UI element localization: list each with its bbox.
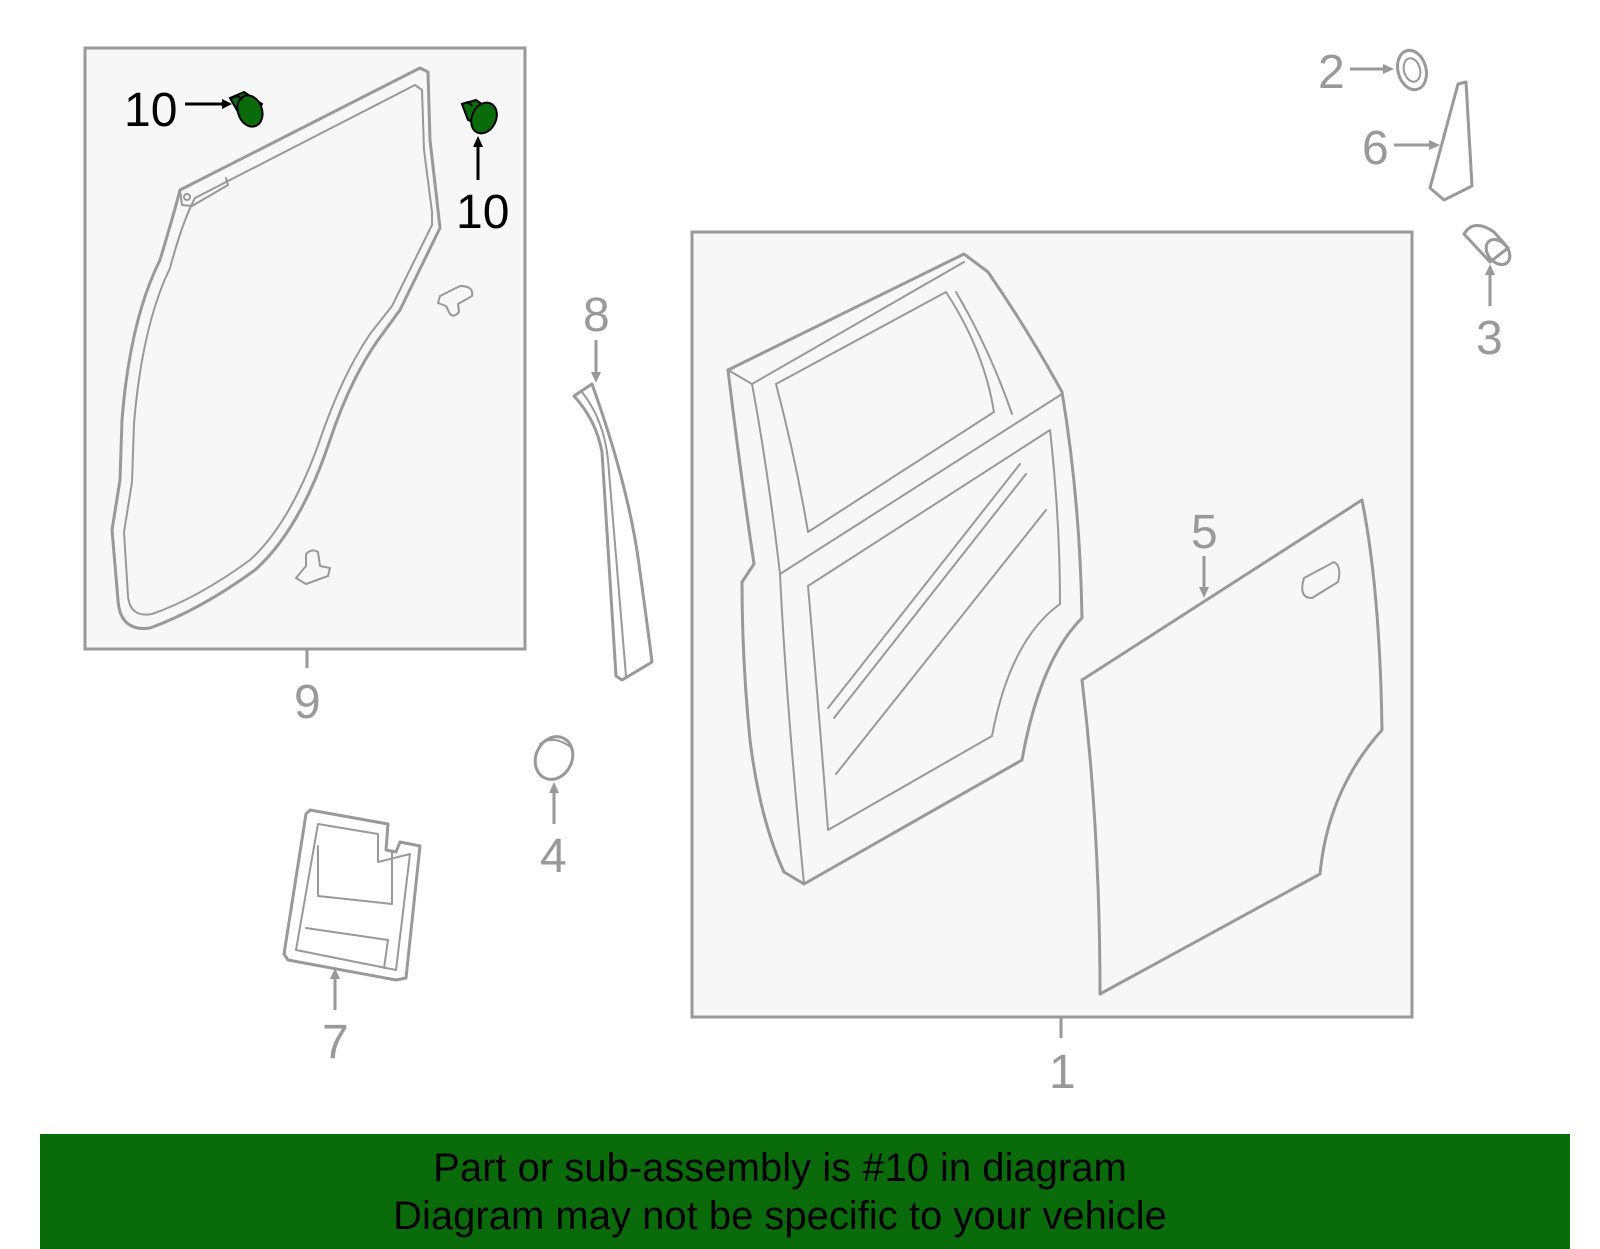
- part-1-door-group: 1 5: [690, 230, 1414, 1099]
- door-skin-handle-recess: [1301, 561, 1341, 599]
- door-shell-edge: [751, 383, 805, 885]
- callout-10a-label: 10: [124, 84, 177, 137]
- part-4-plug: 4: [533, 735, 575, 883]
- callout-7-arrowhead: [330, 968, 340, 979]
- callout-3-label: 3: [1476, 312, 1503, 365]
- door-shell-outline: [726, 252, 1084, 886]
- callout-3-arrowhead: [1485, 264, 1495, 275]
- callout-8-label: 8: [583, 289, 610, 342]
- callout-10b-label: 10: [456, 186, 509, 239]
- callout-10b-arrowhead: [473, 136, 483, 147]
- callout-9-label: 9: [294, 676, 321, 729]
- grommet-inner: [1402, 57, 1422, 83]
- callout-5-arrowhead: [1199, 587, 1209, 598]
- part-8-molding: 8: [572, 289, 654, 682]
- part-9-weatherstrip-group: 10 10 9: [83, 46, 527, 729]
- part-10-clip-right-icon: [460, 98, 498, 135]
- part-6-applique: 6: [1362, 80, 1474, 202]
- glass-line-1: [827, 463, 1021, 709]
- bracket-detail-1: [317, 845, 393, 905]
- grommet-outer: [1396, 48, 1428, 92]
- applique-outline: [1428, 80, 1474, 202]
- bracket-inner: [295, 823, 411, 971]
- molding-outline: [572, 382, 654, 682]
- banner-line-2: Diagram may not be specific to your vehi…: [393, 1194, 1167, 1238]
- window-frame-outer: [775, 291, 995, 533]
- part-10-clip-left-icon: [228, 90, 264, 128]
- callout-5-label: 5: [1191, 506, 1218, 559]
- weatherstrip-top-trim: [179, 177, 229, 207]
- weatherstrip-inner: [123, 84, 433, 616]
- callout-4-label: 4: [540, 830, 567, 883]
- callout-2-arrowhead: [1383, 64, 1394, 74]
- window-frame-inner: [955, 291, 1013, 415]
- callout-7-label: 7: [322, 1016, 349, 1069]
- info-banner: Part or sub-assembly is #10 in diagram D…: [40, 1134, 1570, 1249]
- glass-line-2: [833, 473, 1027, 719]
- bracket-outline: [282, 808, 422, 982]
- part-5-door-skin: [1080, 498, 1384, 996]
- part-1-box: [690, 230, 1414, 1019]
- callout-1-label: 1: [1049, 1046, 1076, 1099]
- plug-face: [533, 735, 575, 781]
- clip-upper: [437, 285, 474, 317]
- door-beltline: [779, 393, 1063, 575]
- banner-line-1: Part or sub-assembly is #10 in diagram: [433, 1146, 1127, 1190]
- callout-2-label: 2: [1318, 46, 1345, 99]
- callout-4-arrowhead: [549, 782, 559, 793]
- weatherstrip-outer: [110, 66, 442, 630]
- part-9-box: [83, 46, 527, 651]
- callout-6-label: 6: [1362, 122, 1389, 175]
- clip-lower: [295, 549, 331, 585]
- cap-face: [1484, 237, 1512, 267]
- bracket-detail-2: [305, 927, 389, 969]
- door-inner-panel: [807, 429, 1061, 831]
- part-2-grommet: 2: [1318, 46, 1428, 99]
- part-7-bracket: 7: [282, 808, 422, 1069]
- callout-8-arrowhead: [591, 372, 601, 383]
- molding-inner: [581, 391, 627, 677]
- glass-line-3: [835, 509, 1047, 775]
- callout-6-arrowhead: [1429, 140, 1440, 150]
- plug-side: [539, 738, 573, 749]
- callout-10a-arrowhead: [222, 99, 232, 109]
- part-3-cap: 3: [1462, 224, 1512, 365]
- weatherstrip-hole: [183, 193, 191, 201]
